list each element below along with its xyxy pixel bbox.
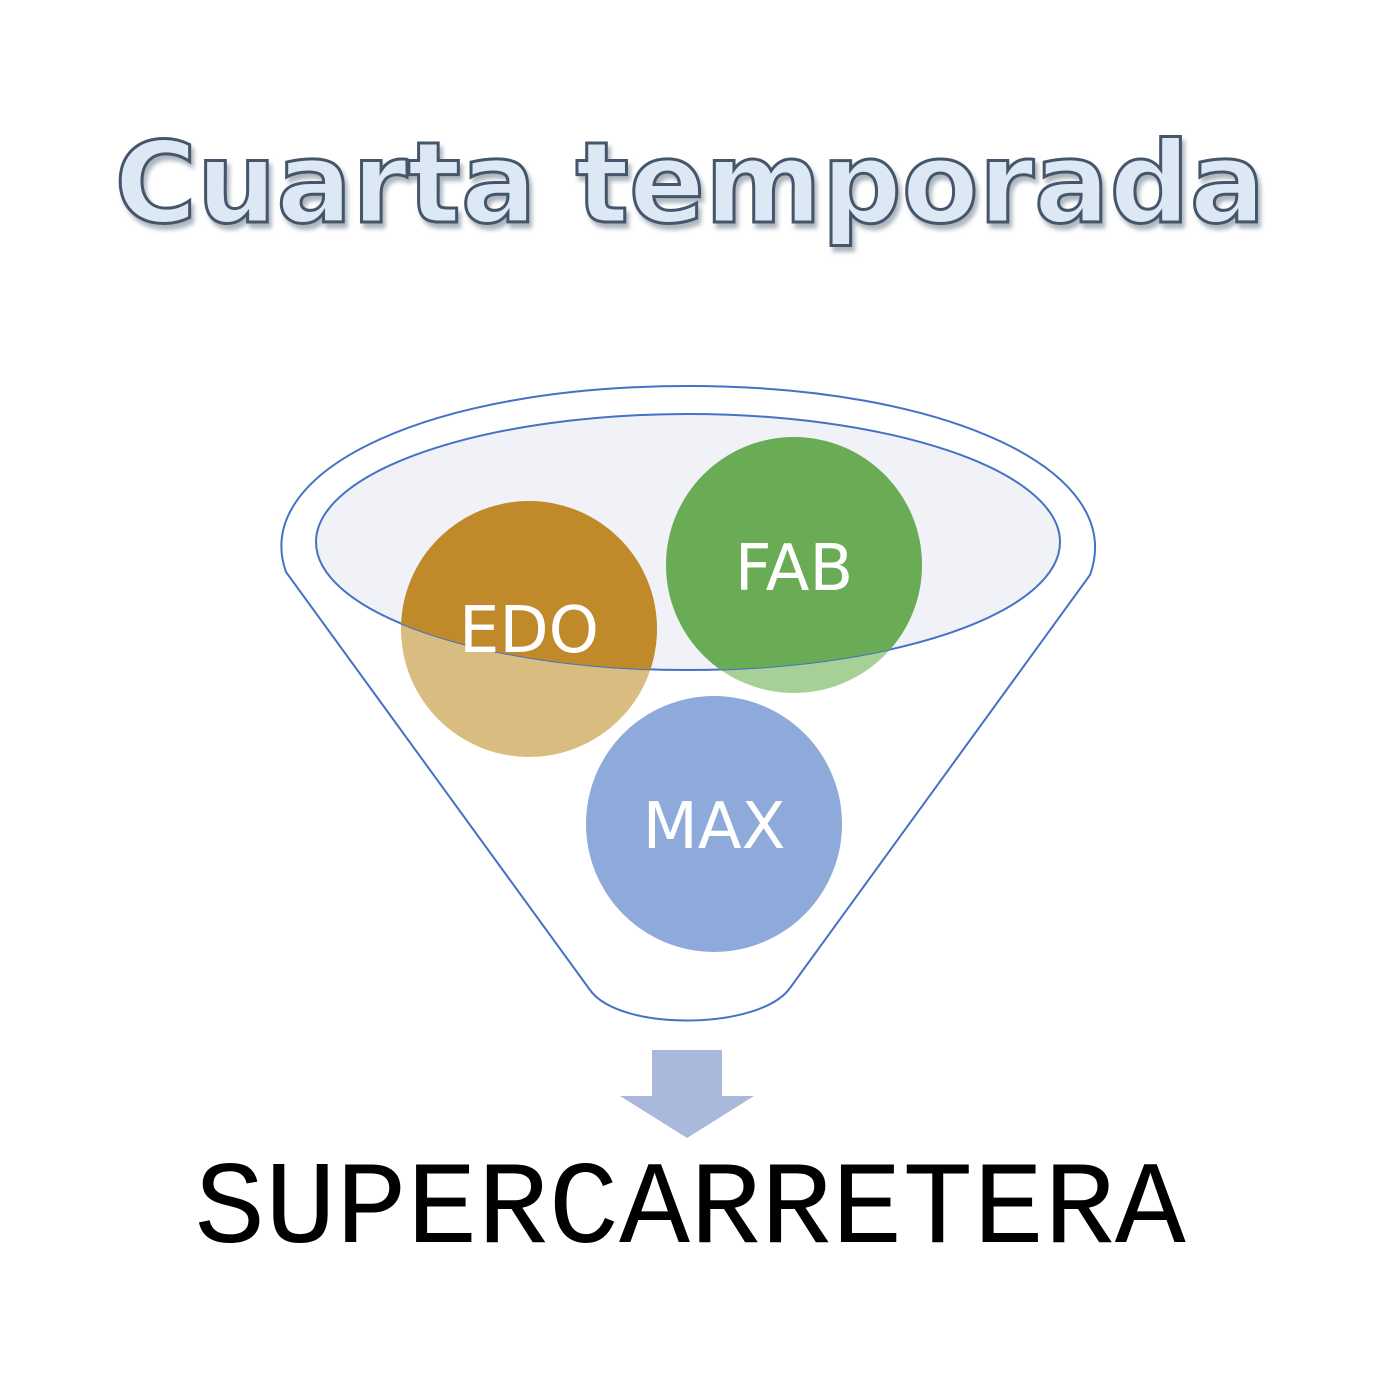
down-arrow-icon xyxy=(620,1050,754,1138)
funnel-items-in-rim xyxy=(401,437,922,670)
funnel-item-labels: EDO FAB MAX xyxy=(459,532,853,864)
funnel-item-fab-label: FAB xyxy=(735,532,854,606)
diagram-title: Cuarta temporada xyxy=(115,119,1266,249)
funnel-item-fab-upper xyxy=(666,437,922,670)
funnel-item-max xyxy=(586,696,842,952)
funnel-item-edo-label: EDO xyxy=(459,594,599,668)
funnel-output-label: SUPERCARRETERA xyxy=(194,1145,1186,1278)
funnel-item-max-label: MAX xyxy=(643,790,786,864)
funnel-item-edo-upper xyxy=(401,501,657,670)
